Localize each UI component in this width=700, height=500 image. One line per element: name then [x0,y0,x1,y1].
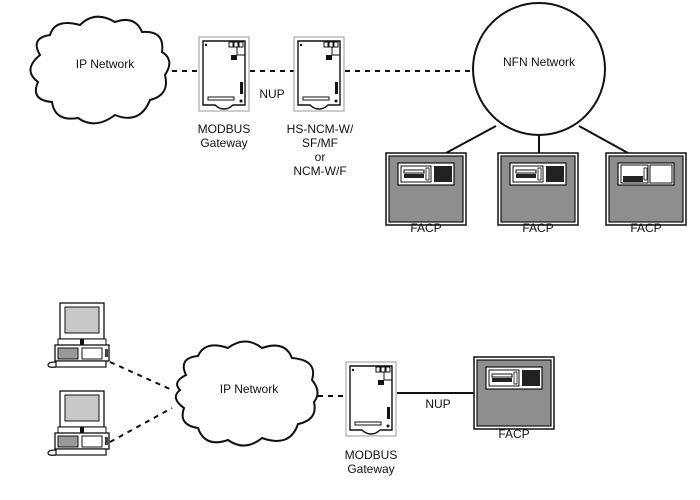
modbus-gateway-label-top-line1: MODBUS [197,122,251,136]
ncm-label-line2: SF/MF [302,136,338,150]
facp-label-bottom: FACP [498,427,530,441]
link-pc1-to-ip [109,361,173,391]
nup-label-bottom: NUP [425,397,451,411]
modbus-gateway-board-bottom [345,361,397,437]
ip-network-label-top: IP Network [75,57,135,71]
nup-label-top: NUP [259,87,285,101]
ncm-label: HS-NCM-W/ SF/MF or NCM-W/F [284,122,356,178]
facp-panel-2 [497,152,579,226]
ip-network-label-bottom: IP Network [219,382,279,396]
ncm-label-line3: or [314,150,326,164]
modbus-gateway-label-bottom: MODBUS Gateway [341,448,401,476]
facp-panel-1 [385,152,467,226]
workstation-2 [47,390,110,456]
nfn-network-label: NFN Network [502,55,575,69]
workstation-1 [47,302,110,368]
modbus-gateway-label-top-line2: Gateway [200,136,248,150]
ip-network-cloud-bottom [174,340,319,447]
ncm-board [293,36,345,112]
facp-panel-bottom [473,356,555,430]
link-nfn-to-facp-1 [445,125,497,154]
modbus-gateway-label-bottom-line2: Gateway [347,462,395,476]
modbus-gateway-label-bottom-line1: MODBUS [344,448,398,462]
ip-network-cloud-top [29,15,171,125]
facp-label-1: FACP [410,221,442,235]
modbus-gateway-label-top: MODBUS Gateway [194,122,254,150]
ncm-label-line1: HS-NCM-W/ [286,122,354,136]
link-nfn-to-facp-3 [578,125,629,154]
ncm-label-line4: NCM-W/F [293,164,347,178]
link-pc2-to-ip [109,407,173,443]
modbus-gateway-board-top [198,36,250,112]
facp-label-2: FACP [522,221,554,235]
facp-panel-3 [605,152,687,226]
nfn-network-circle [472,2,606,136]
facp-label-3: FACP [630,221,662,235]
